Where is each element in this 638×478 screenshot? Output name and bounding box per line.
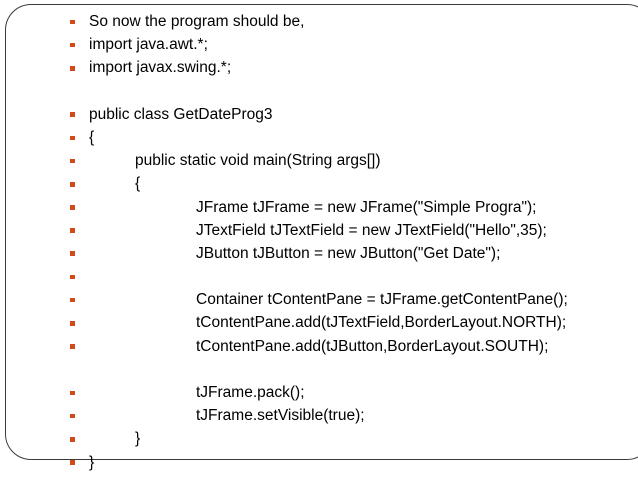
line-text: import javax.swing.*; [89, 59, 232, 77]
bullet-square-icon [70, 274, 75, 280]
line-setvisible: tJFrame.setVisible(true); [0, 404, 638, 427]
bullet-square-icon [70, 42, 75, 48]
line-jtextfield: JTextField tJTextField = new JTextField(… [0, 219, 638, 242]
spacer-line [0, 358, 638, 381]
line-import-swing: import javax.swing.*; [0, 56, 638, 79]
bullet-square-icon [70, 460, 75, 465]
bullet-square-icon [70, 297, 75, 303]
bullet-square-icon [70, 321, 75, 326]
line-text: Container tContentPane = tJFrame.getCont… [196, 291, 568, 309]
line-text: { [89, 128, 95, 146]
line-text: public class GetDateProg3 [89, 105, 273, 123]
bullet-square-icon [70, 228, 75, 233]
line-text: JButton tJButton = new JButton("Get Date… [196, 244, 501, 262]
line-main-open: { [0, 172, 638, 195]
bullet-square-icon [70, 158, 75, 164]
line-class-open: { [0, 126, 638, 149]
line-class-decl: public class GetDateProg3 [0, 103, 638, 126]
bullet-square-icon [70, 344, 75, 349]
bullet-square-icon [70, 181, 75, 187]
line-main-close: } [0, 427, 638, 450]
line-text: JFrame tJFrame = new JFrame("Simple Prog… [196, 198, 537, 216]
bullet-square-icon [70, 112, 75, 117]
line-add-north: tContentPane.add(tJTextField,BorderLayou… [0, 311, 638, 334]
bullet-square-icon [70, 413, 75, 419]
line-add-south: tContentPane.add(tJButton,BorderLayout.S… [0, 335, 638, 358]
line-jbutton: JButton tJButton = new JButton("Get Date… [0, 242, 638, 265]
bullet-square-icon [70, 135, 75, 141]
bullet-square-icon [70, 390, 75, 396]
spacer-line [0, 80, 638, 103]
line-blank-1 [0, 265, 638, 288]
line-import-awt: import java.awt.*; [0, 33, 638, 56]
line-jframe: JFrame tJFrame = new JFrame("Simple Prog… [0, 196, 638, 219]
line-pack: tJFrame.pack(); [0, 381, 638, 404]
line-text: tJFrame.setVisible(true); [196, 407, 365, 425]
line-text: tJFrame.pack(); [196, 384, 305, 401]
line-text: { [135, 175, 141, 193]
code-bullet-list: So now the program should be, import java… [0, 10, 638, 474]
bullet-square-icon [70, 251, 75, 257]
bullet-square-icon [70, 205, 75, 210]
line-class-close: } [0, 451, 638, 474]
line-text: public static void main(String args[]) [135, 152, 381, 170]
line-text: import java.awt.*; [89, 36, 208, 54]
line-text: } [89, 453, 95, 471]
line-text: tContentPane.add(tJTextField,BorderLayou… [196, 314, 567, 332]
bullet-square-icon [70, 65, 75, 71]
line-text: JTextField tJTextField = new JTextField(… [196, 221, 547, 239]
line-container: Container tContentPane = tJFrame.getCont… [0, 288, 638, 311]
line-text: } [135, 430, 141, 448]
bullet-square-icon [70, 19, 75, 25]
bullet-square-icon [70, 436, 75, 442]
line-text: So now the program should be, [89, 13, 305, 30]
line-text: tContentPane.add(tJButton,BorderLayout.S… [196, 337, 549, 355]
line-main-decl: public static void main(String args[]) [0, 149, 638, 172]
line-intro: So now the program should be, [0, 10, 638, 33]
